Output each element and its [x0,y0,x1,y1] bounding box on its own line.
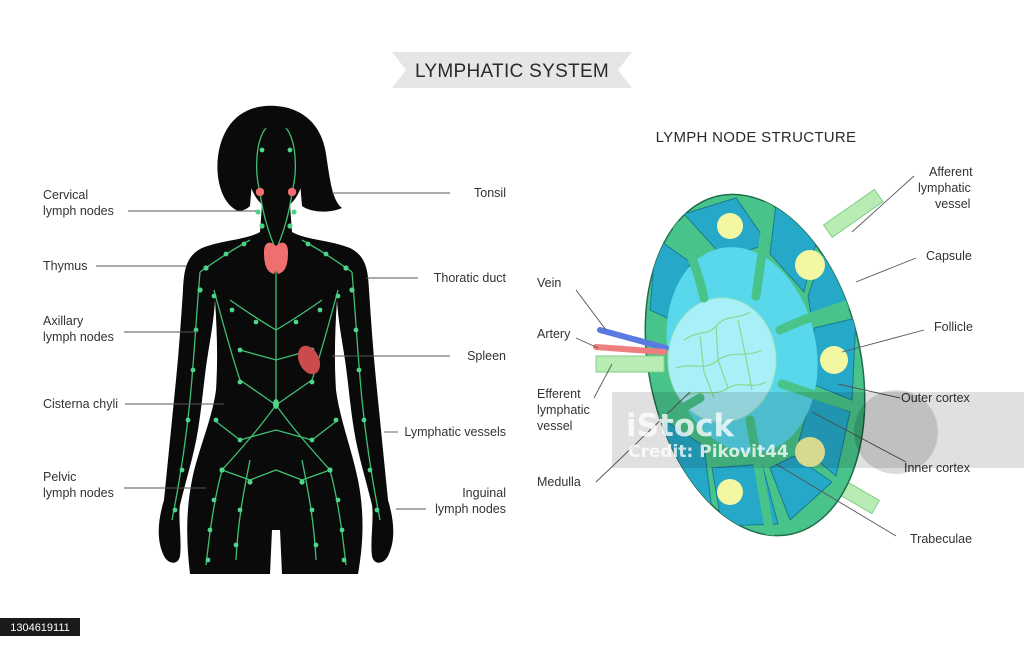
label-efferent-1: Efferent [537,387,581,401]
page-title: LYMPHATIC SYSTEM [415,61,609,82]
thymus-organ [264,242,288,274]
medullary-cords [675,311,767,399]
cisterna-chyli-organ [273,399,279,409]
tonsil-right [287,187,297,197]
body-leader-lines [96,192,450,510]
follicles [717,213,848,505]
label-trabeculae: Trabeculae [910,532,972,546]
stock-id-text: 1304619111 [10,622,70,634]
title-ribbon [392,52,632,88]
label-vein: Vein [537,276,561,290]
label-afferent-2: lymphatic [918,181,971,195]
efferent-vessel [595,355,665,373]
node-leader-lines [575,175,925,537]
node-structure-title: LYMPH NODE STRUCTURE [656,129,857,146]
lymph-node-dots [172,147,380,563]
body-labels: Cervical lymph nodes Thymus Axillary lym… [43,186,507,516]
medulla-region [667,297,777,423]
label-inner-cortex: Inner cortex [904,461,971,475]
watermark-credit: Credit: Pikovit44 [628,442,789,462]
tonsil-left [255,187,265,197]
artery-vessel [593,344,667,355]
label-medulla: Medulla [537,475,581,489]
lymphatic-vessel-network [171,127,381,566]
spleen-organ [297,345,321,375]
label-axillary-2: lymph nodes [43,330,114,344]
vein-vessel [597,327,669,351]
label-lymphatic-vessels: Lymphatic vessels [404,425,506,439]
label-afferent-3: vessel [935,197,970,211]
label-thoracic-duct: Thoratic duct [434,271,507,285]
label-efferent-3: vessel [537,419,572,433]
body-figure [158,105,394,574]
label-tonsil: Tonsil [474,186,506,200]
label-cervical-1: Cervical [43,188,88,202]
watermark-brand: iStock [626,408,735,444]
label-thymus: Thymus [43,259,87,273]
label-outer-cortex: Outer cortex [901,391,971,405]
label-inguinal-1: Inguinal [462,486,506,500]
label-artery: Artery [537,327,571,341]
label-spleen: Spleen [467,349,506,363]
lymph-node-structure [593,188,884,539]
stock-id-badge [0,618,80,636]
label-cervical-2: lymph nodes [43,204,114,218]
label-cisterna-chyli: Cisterna chyli [43,397,118,411]
node-labels: Afferent lymphatic vessel Capsule Follic… [537,165,973,546]
label-pelvic-1: Pelvic [43,470,76,484]
label-axillary-1: Axillary [43,314,84,328]
label-capsule: Capsule [926,249,972,263]
watermark-band [612,392,1024,468]
watermark-overlay: iStock Credit: Pikovit44 [612,390,1024,474]
label-efferent-2: lymphatic [537,403,590,417]
afferent-vessel-top [822,188,884,239]
label-inguinal-2: lymph nodes [435,502,506,516]
title-banner: LYMPHATIC SYSTEM [392,52,632,88]
watermark-lens-icon [854,390,938,474]
label-follicle: Follicle [934,320,973,334]
label-pelvic-2: lymph nodes [43,486,114,500]
label-afferent-1: Afferent [929,165,973,179]
